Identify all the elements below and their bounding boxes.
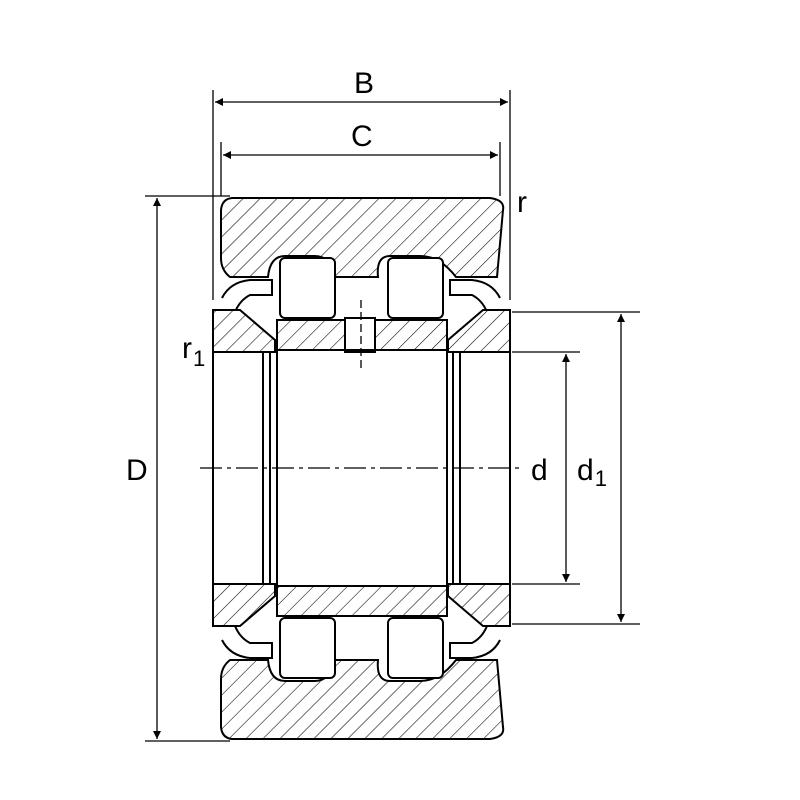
seals	[221, 279, 501, 659]
dim-label-d1-sub: 1	[595, 466, 607, 491]
dim-label-r1-sub: 1	[193, 346, 205, 371]
dim-label-d-outer: D	[126, 454, 148, 487]
rollers	[279, 257, 444, 679]
dim-label-r1: r1	[182, 332, 205, 371]
dim-label-d-bore: d	[531, 454, 548, 487]
extension-lines	[145, 90, 640, 742]
dim-label-r1-base: r	[182, 332, 192, 365]
side-washers	[212, 309, 511, 627]
dim-label-r: r	[517, 186, 527, 219]
dimension-lines	[153, 98, 625, 739]
inner-ring	[276, 317, 448, 617]
dim-label-d1-base: d	[577, 454, 594, 487]
dim-label-d1: d1	[577, 454, 607, 491]
dim-label-b: B	[354, 67, 374, 100]
dim-label-c: C	[351, 120, 373, 153]
